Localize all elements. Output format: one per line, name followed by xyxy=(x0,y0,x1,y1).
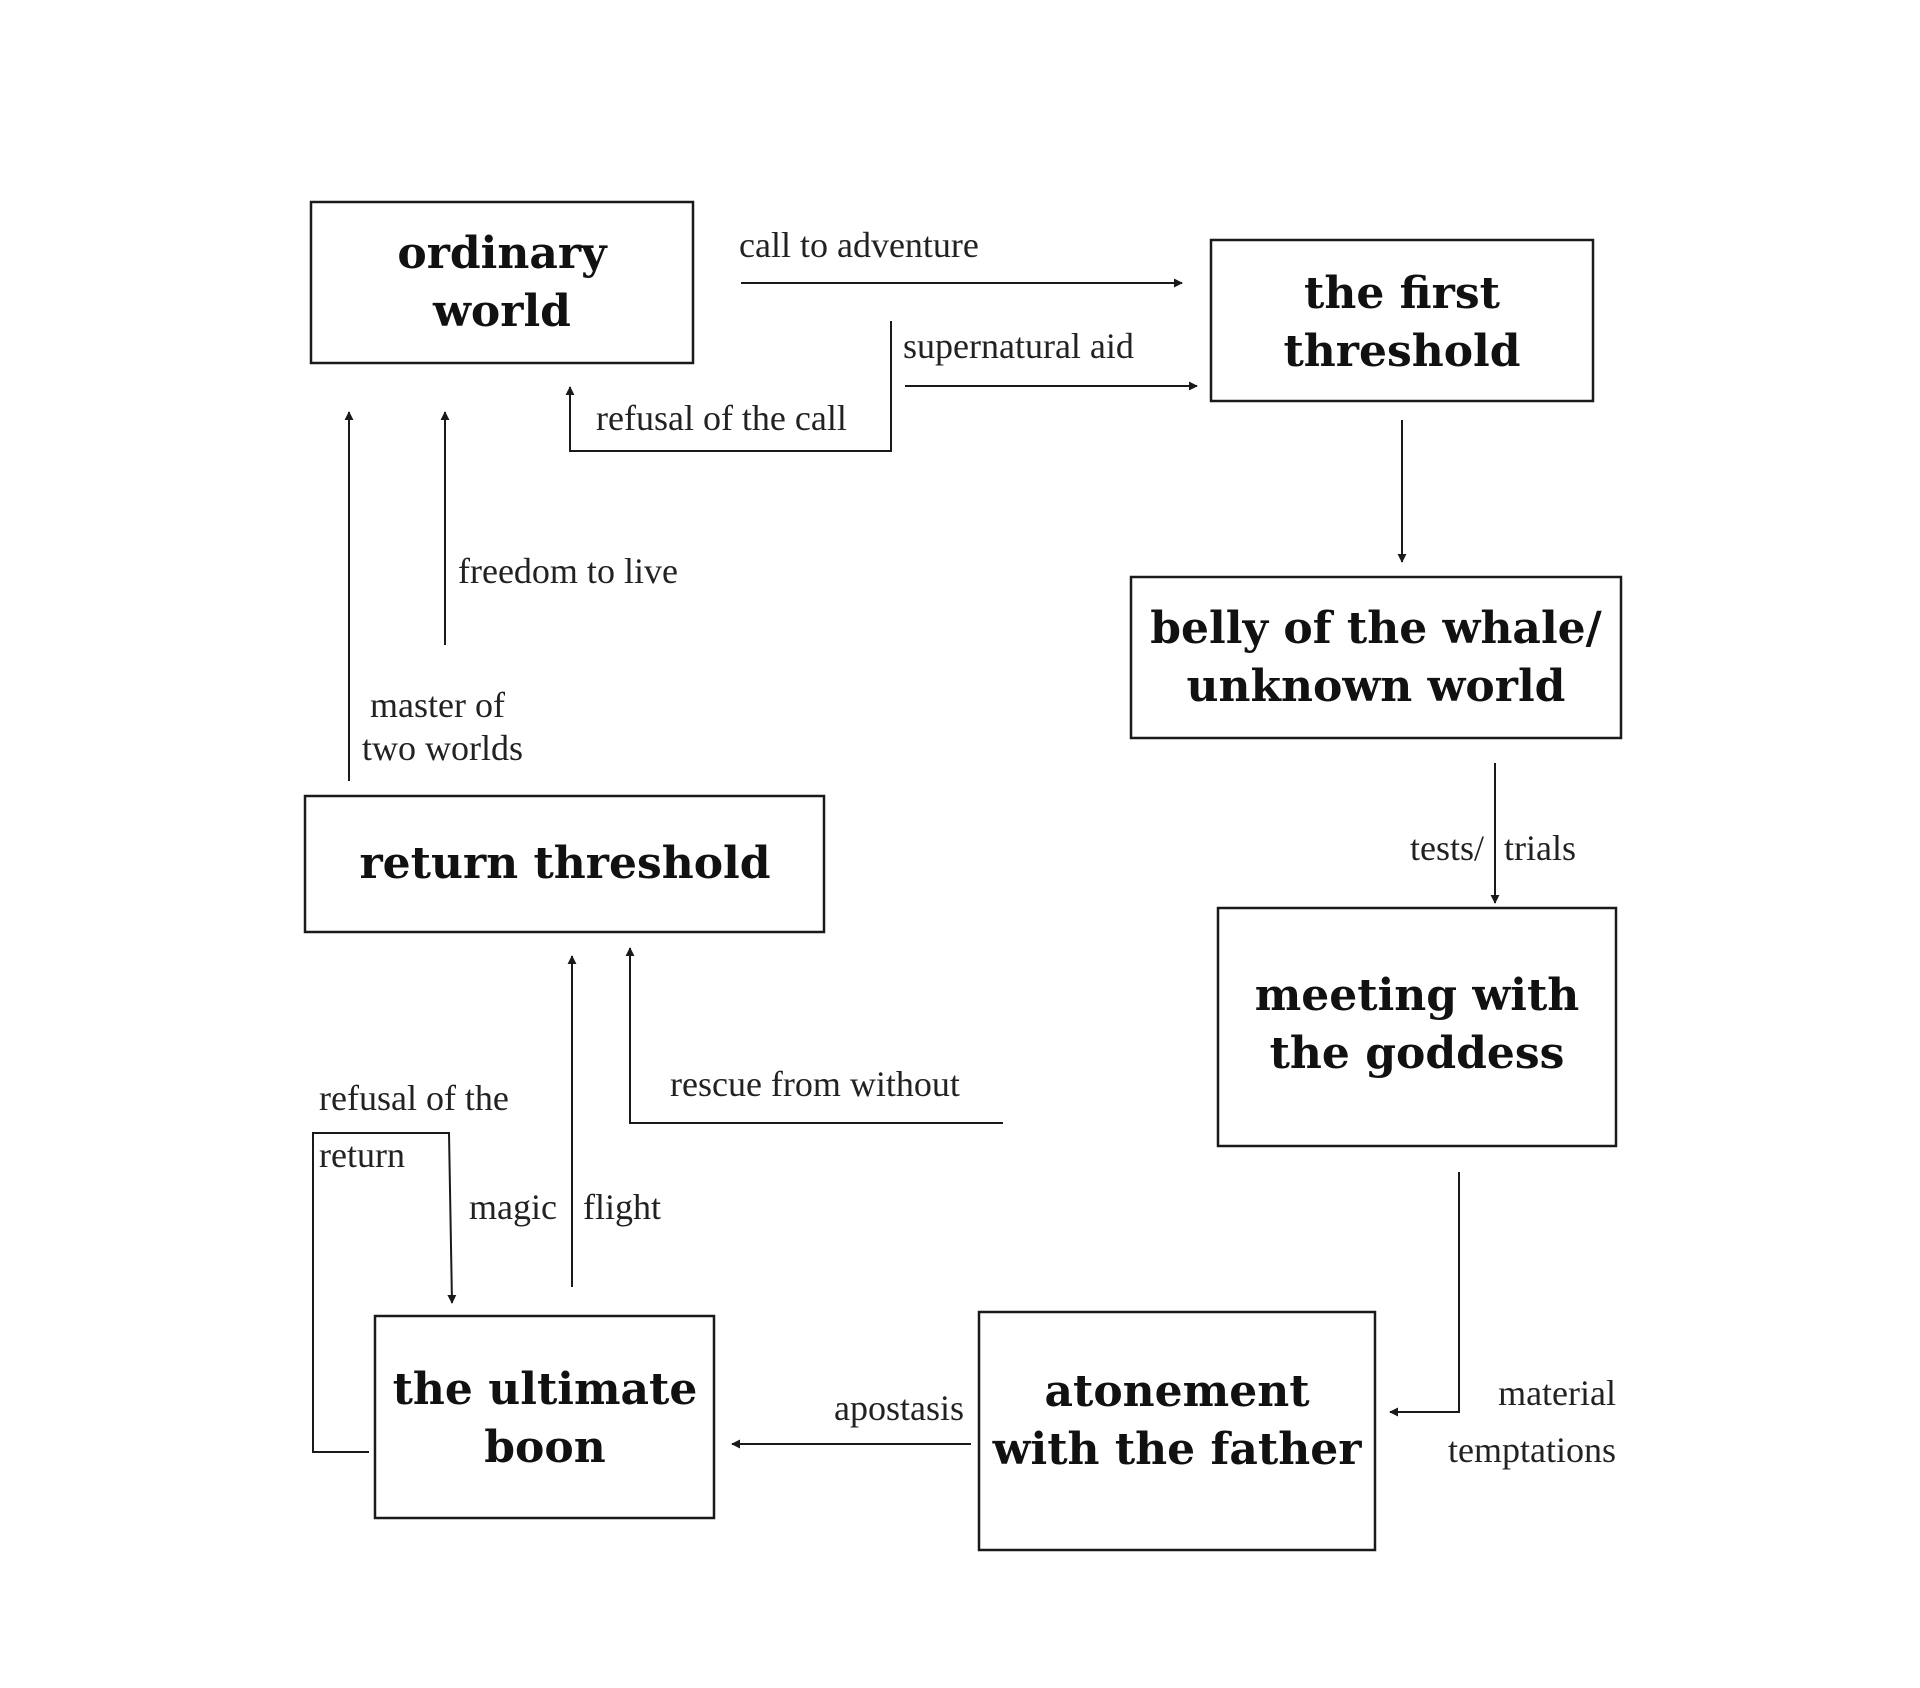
edge-label: material xyxy=(1498,1373,1616,1413)
edge-label: temptations xyxy=(1448,1430,1616,1470)
edge-material-temptations: material temptations xyxy=(1389,1172,1616,1470)
node-label: atonement xyxy=(1044,1366,1310,1417)
edge-call-to-adventure: call to adventure xyxy=(739,225,1183,288)
node-label: unknown world xyxy=(1187,661,1566,712)
edge-label: apostasis xyxy=(834,1388,964,1428)
edge-supernatural-aid: supernatural aid xyxy=(903,326,1198,391)
edge-label: magic xyxy=(469,1187,557,1227)
edge-tests-trials: tests/ trials xyxy=(1410,763,1576,904)
node-label: with the father xyxy=(992,1424,1363,1475)
edge-refusal-of-the-call: refusal of the call xyxy=(565,321,892,452)
edge-refusal-of-the-return: refusal of the return xyxy=(312,1078,509,1453)
edge-label: tests/ xyxy=(1410,828,1484,868)
edge-label: supernatural aid xyxy=(903,326,1134,366)
node-ordinary-world: ordinary world xyxy=(309,200,695,365)
edge-label: return xyxy=(319,1135,405,1175)
node-label: threshold xyxy=(1283,326,1520,377)
edge-apostasis: apostasis xyxy=(731,1388,971,1449)
node-label: meeting with xyxy=(1255,970,1580,1021)
edge-label: two worlds xyxy=(362,728,523,768)
node-label: the ultimate xyxy=(393,1364,698,1415)
edge-label: flight xyxy=(583,1187,661,1227)
node-label: belly of the whale/ xyxy=(1150,603,1602,654)
edge-freedom-to-live: freedom to live xyxy=(440,411,678,645)
edge-label: refusal of the xyxy=(319,1078,509,1118)
edge-label: trials xyxy=(1504,828,1576,868)
node-label: ordinary xyxy=(397,228,608,279)
node-belly-of-the-whale: belly of the whale/ unknown world xyxy=(1129,575,1623,740)
node-label: return threshold xyxy=(359,838,770,889)
node-return-threshold: return threshold xyxy=(303,794,826,934)
node-the-ultimate-boon: the ultimate boon xyxy=(373,1314,716,1520)
edge-label: rescue from without xyxy=(670,1064,960,1104)
edge-label: freedom to live xyxy=(458,551,678,591)
node-label: the first xyxy=(1304,268,1501,319)
node-atonement-with-the-father: atonement with the father xyxy=(977,1310,1377,1552)
node-label: world xyxy=(432,286,571,337)
edge-label: refusal of the call xyxy=(596,398,847,438)
edge-magic-flight: magic flight xyxy=(469,955,661,1287)
node-first-threshold: the first threshold xyxy=(1209,238,1595,403)
node-label: the goddess xyxy=(1270,1028,1565,1079)
edge-master-of-two-worlds: master of two worlds xyxy=(344,411,523,781)
edge-label: master of xyxy=(370,685,505,725)
edge-label: call to adventure xyxy=(739,225,979,265)
edge-rescue-from-without: rescue from without xyxy=(625,947,1003,1124)
node-meeting-with-the-goddess: meeting with the goddess xyxy=(1216,906,1618,1148)
node-label: boon xyxy=(484,1422,605,1473)
